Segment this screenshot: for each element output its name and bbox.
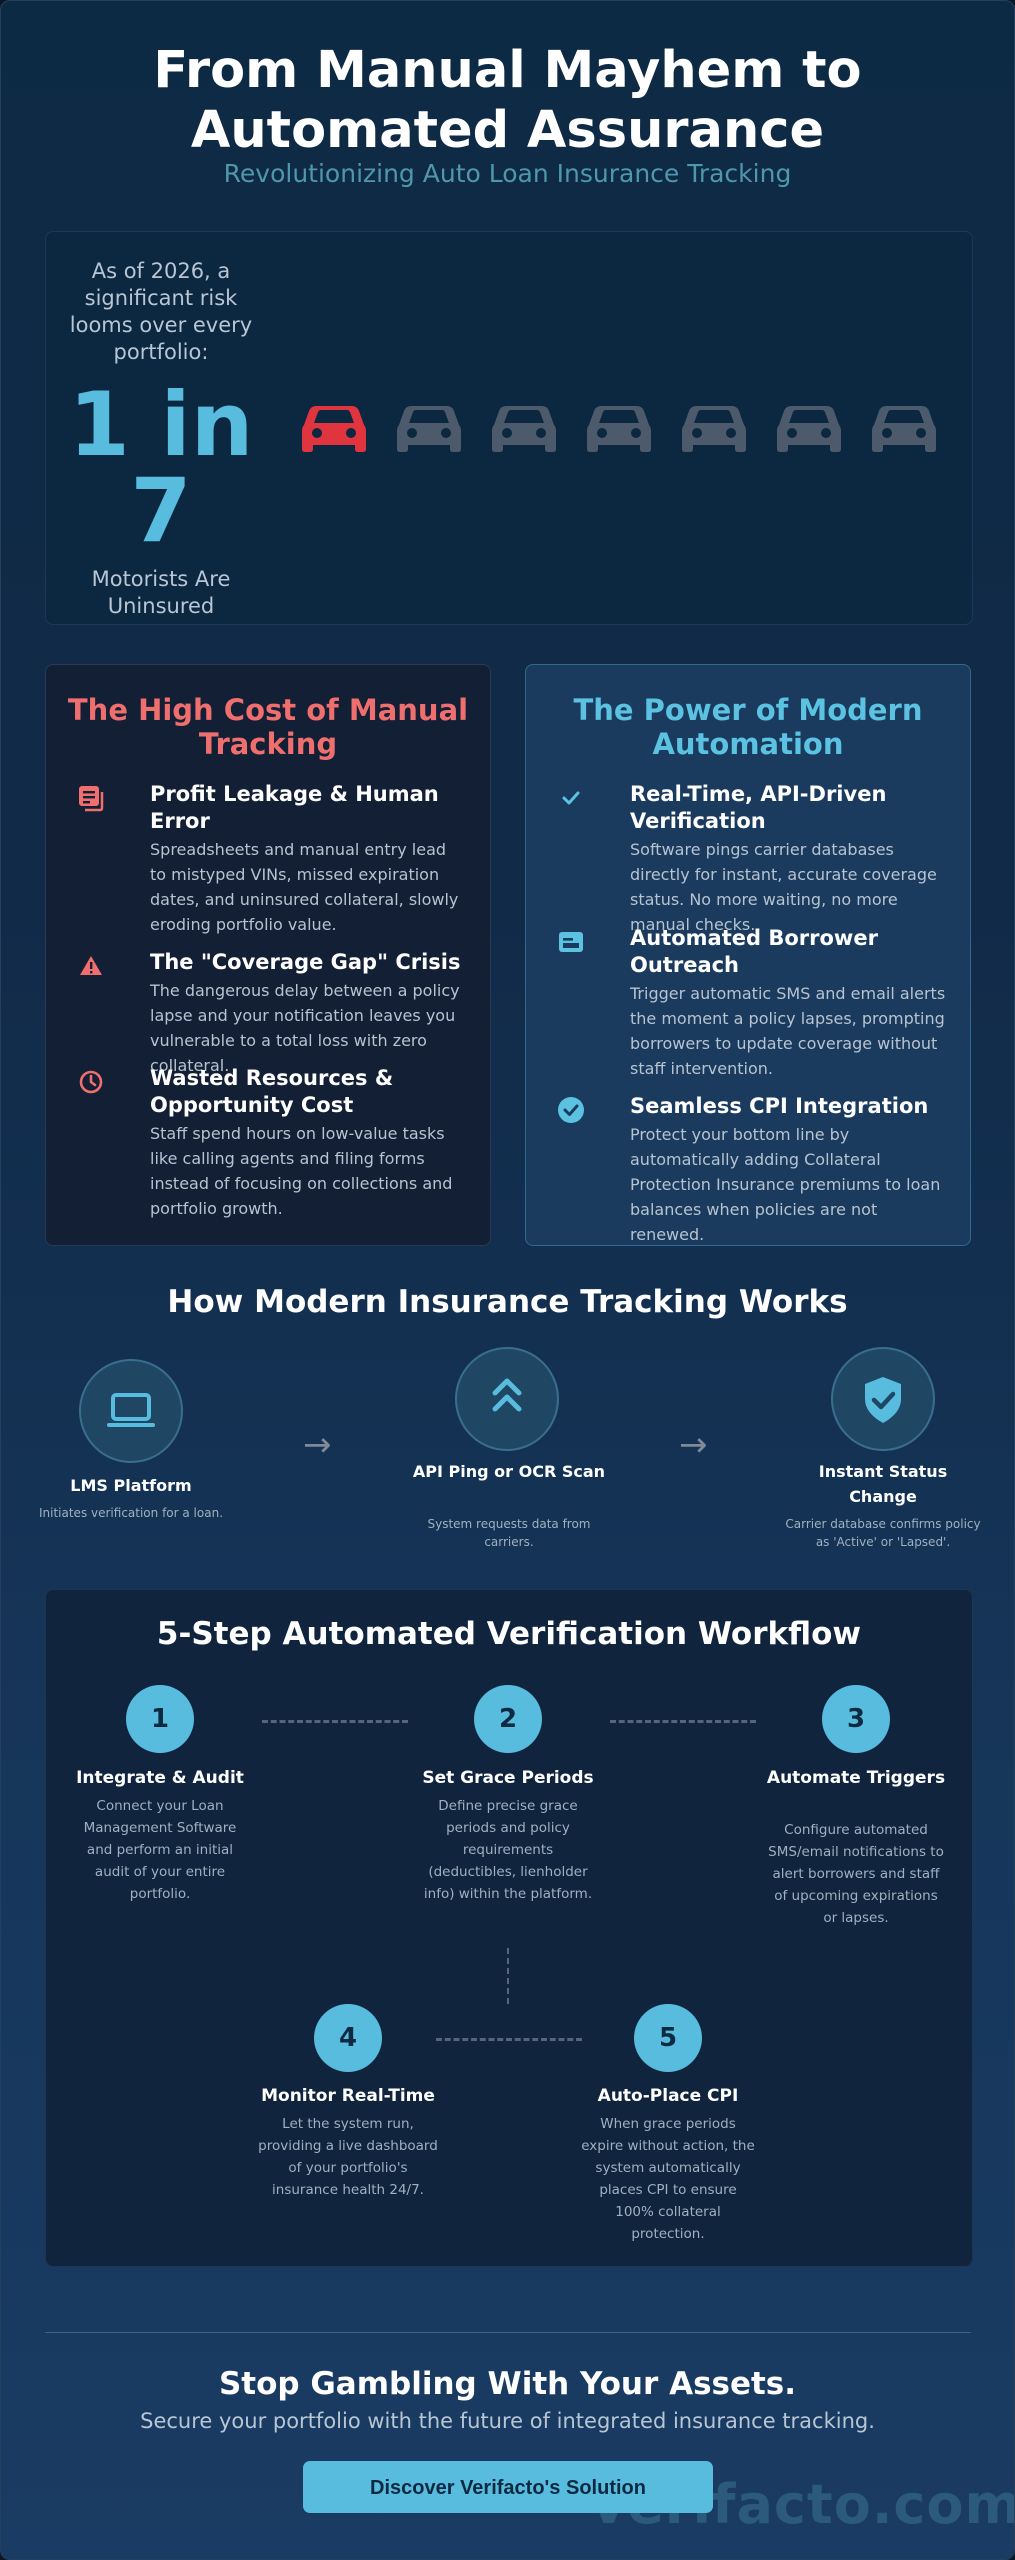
page-subtitle: Revolutionizing Auto Loan Insurance Trac… [223, 159, 792, 188]
manual-item-desc: Spreadsheets and manual entry lead to mi… [150, 840, 459, 934]
step-title: Automate Triggers [766, 1768, 946, 1788]
manual-item: Wasted Resources & Opportunity Cost Staf… [76, 1065, 466, 1221]
manual-item-heading: The "Coverage Gap" Crisis [150, 950, 461, 974]
stat-footer: Motorists Are Uninsured [91, 567, 231, 618]
arrow-right-icon: → [303, 1425, 332, 1465]
page-title: From Manual Mayhem to Automated Assuranc… [1, 41, 1014, 161]
title-line-1: From Manual Mayhem to [153, 41, 862, 100]
step-number-badge: 2 [474, 1685, 542, 1753]
car-icon-uninsured [302, 406, 366, 452]
manual-tracking-panel: The High Cost of Manual Tracking Profit … [45, 664, 491, 1246]
car-icon [492, 406, 556, 452]
connector-line [436, 2038, 582, 2041]
step-number-badge: 1 [126, 1685, 194, 1753]
flow-step-label: LMS Platform [70, 1476, 192, 1495]
automation-item-desc: Protect your bottom line by automaticall… [630, 1125, 941, 1244]
step-desc: Let the system run, providing a live das… [258, 2116, 438, 2198]
flow-step-label: Instant Status Change [818, 1462, 948, 1506]
car-row [302, 400, 982, 460]
step-desc: When grace periods expire without action… [581, 2116, 755, 2242]
cta-heading: Stop Gambling With Your Assets. [218, 2366, 797, 2402]
shield-check-icon [865, 1377, 901, 1423]
modern-automation-title: The Power of Modern Automation [573, 693, 923, 761]
step-title: Monitor Real-Time [261, 2086, 435, 2106]
flow-step-desc: System requests data from carriers. [427, 1517, 591, 1549]
manual-item-heading: Wasted Resources & Opportunity Cost [150, 1066, 394, 1117]
message-icon [559, 932, 583, 952]
laptop-icon [107, 1393, 155, 1427]
check-icon [562, 791, 580, 805]
flow-step-icon [455, 1347, 559, 1451]
automation-item-heading: Seamless CPI Integration [630, 1094, 929, 1118]
automation-item-desc: Software pings carrier databases directl… [630, 840, 937, 934]
flow-step-desc: Initiates verification for a loan. [38, 1506, 224, 1520]
document-icon [79, 786, 104, 812]
flow-step-desc: Carrier database confirms policy as 'Act… [785, 1517, 981, 1549]
step-title: Set Grace Periods [422, 1768, 594, 1788]
cta-subtext: Secure your portfolio with the future of… [140, 2409, 875, 2433]
step-desc: Define precise grace periods and policy … [423, 1798, 593, 1902]
stat-block: As of 2026, a significant risk looms ove… [66, 258, 256, 620]
step-number-badge: 4 [314, 2004, 382, 2072]
car-icon [397, 406, 461, 452]
connector-line [507, 1948, 509, 2004]
step-title: Auto-Place CPI [597, 2086, 739, 2106]
section-divider [45, 2332, 971, 2333]
clock-icon [79, 1070, 103, 1094]
stat-value-line-2: 7 [130, 459, 192, 562]
car-icon [682, 406, 746, 452]
automation-item: Real-Time, API-Driven Verification Softw… [556, 781, 946, 937]
manual-item-desc: Staff spend hours on low-value tasks lik… [150, 1124, 453, 1218]
stat-value-line-1: 1 in [68, 373, 254, 476]
arrow-right-icon: → [679, 1425, 708, 1465]
automation-item-heading: Real-Time, API-Driven Verification [630, 782, 887, 833]
flow-step-icon [79, 1359, 183, 1463]
title-line-2: Automated Assurance [190, 101, 825, 160]
modern-automation-panel: The Power of Modern Automation Real-Time… [525, 664, 971, 1246]
automation-item: Seamless CPI Integration Protect your bo… [556, 1093, 946, 1247]
flow-step-icon [831, 1347, 935, 1451]
uninsured-stat-panel: As of 2026, a significant risk looms ove… [45, 231, 973, 625]
manual-item-desc: The dangerous delay between a policy lap… [150, 981, 460, 1075]
workflow-panel: 5-Step Automated Verification Workflow 1… [45, 1589, 973, 2267]
step-number-badge: 5 [634, 2004, 702, 2072]
flow-step-label: API Ping or OCR Scan [412, 1462, 606, 1481]
warning-icon [80, 956, 102, 975]
car-icon [587, 406, 651, 452]
workflow-title: 5-Step Automated Verification Workflow [156, 1616, 862, 1652]
discover-solution-button[interactable]: Discover Verifacto's Solution [303, 2461, 713, 2513]
manual-item: The "Coverage Gap" Crisis The dangerous … [76, 949, 466, 1078]
stat-caption: As of 2026, a significant risk looms ove… [69, 259, 253, 364]
automation-item-desc: Trigger automatic SMS and email alerts t… [630, 984, 946, 1078]
how-it-works-title: How Modern Insurance Tracking Works [167, 1284, 848, 1320]
connector-line [262, 1720, 408, 1723]
manual-item-heading: Profit Leakage & Human Error [150, 782, 439, 833]
car-icon [777, 406, 841, 452]
step-desc: Connect your Loan Management Software an… [83, 1798, 237, 1902]
chevrons-up-icon [492, 1378, 522, 1412]
check-circle-icon [558, 1097, 584, 1123]
manual-tracking-title: The High Cost of Manual Tracking [67, 693, 469, 761]
automation-item-heading: Automated Borrower Outreach [630, 926, 878, 977]
manual-item: Profit Leakage & Human Error Spreadsheet… [76, 781, 466, 937]
step-title: Integrate & Audit [76, 1768, 244, 1788]
step-number-badge: 3 [822, 1685, 890, 1753]
step-desc: Configure automated SMS/email notificati… [768, 1822, 944, 1926]
stat-value: 1 in 7 [66, 373, 256, 562]
automation-item: Automated Borrower Outreach Trigger auto… [556, 925, 946, 1081]
car-icon [872, 406, 936, 452]
connector-line [610, 1720, 756, 1723]
